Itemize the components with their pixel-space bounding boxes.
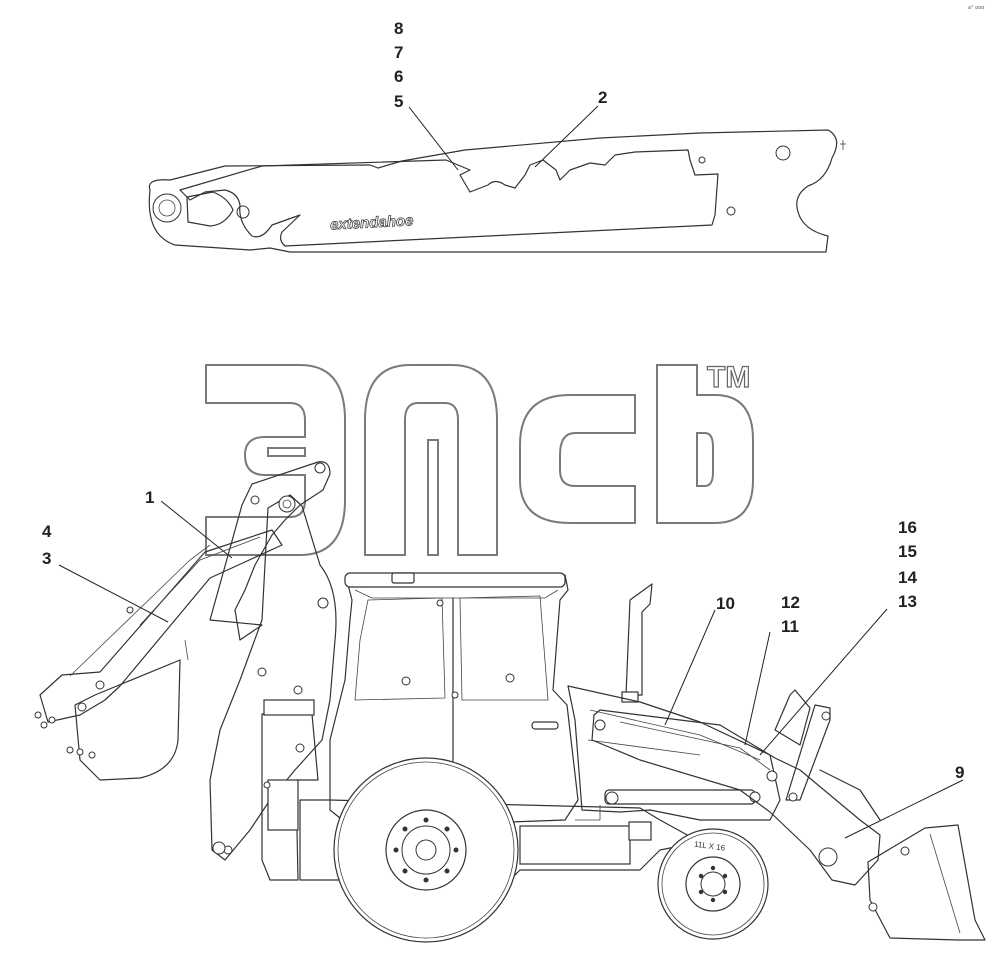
backhoe-dipper [39, 529, 283, 723]
callout-9: 9 [955, 763, 964, 782]
front-wheel: 11L X 16 [657, 828, 769, 940]
callout-12: 12 [781, 593, 800, 612]
loader-bucket [867, 824, 986, 941]
rear-wheel [333, 757, 519, 943]
watermark-letter-4 [656, 364, 754, 524]
backhoe-boom [209, 461, 331, 641]
exhaust-stack [625, 583, 653, 696]
callout-10: 10 [716, 594, 735, 613]
arm-decal-brand: extendahoe [330, 212, 414, 233]
chassis [299, 799, 701, 881]
watermark-logo: TM [205, 360, 754, 556]
watermark-trademark: TM [707, 361, 750, 394]
tyre-label: 11L X 16 [694, 840, 727, 853]
callout-labels: 1 2 3 4 5 6 7 8 9 10 11 12 13 14 15 16 [42, 19, 964, 782]
arm-decal [179, 149, 719, 247]
callout-5: 5 [394, 92, 403, 111]
callout-13: 13 [898, 592, 917, 611]
corner-mark: a° ooo [968, 5, 984, 11]
cab [329, 574, 579, 823]
backhoe-bucket [74, 659, 181, 781]
dipper-arm-outline [148, 129, 838, 253]
watermark-letter-2 [364, 364, 498, 556]
swing-tower [209, 494, 337, 861]
cab-door-window [459, 595, 549, 701]
callout-3: 3 [42, 549, 51, 568]
callout-2: 2 [598, 88, 607, 107]
callout-8: 8 [394, 19, 403, 38]
backhoe-loader-machine: 11L X 16 [34, 461, 986, 943]
watermark-letter-3 [519, 394, 636, 524]
callout-6: 6 [394, 67, 403, 86]
cab-front-window [354, 597, 446, 701]
callout-16: 16 [898, 518, 917, 537]
callout-14: 14 [898, 568, 917, 587]
leader-lines [58, 105, 964, 839]
callout-11: 11 [781, 617, 799, 636]
callout-1: 1 [145, 488, 154, 507]
arm-pivot-hole [152, 193, 182, 223]
watermark-letter-1 [205, 364, 346, 556]
dipper-arm-detail: extendahoe [148, 129, 846, 253]
loader-arm [591, 709, 881, 886]
callout-15: 15 [898, 542, 917, 561]
callout-4: 4 [42, 522, 52, 541]
callout-7: 7 [394, 43, 403, 62]
engine-hood [567, 685, 781, 821]
cab-roof [344, 572, 566, 588]
